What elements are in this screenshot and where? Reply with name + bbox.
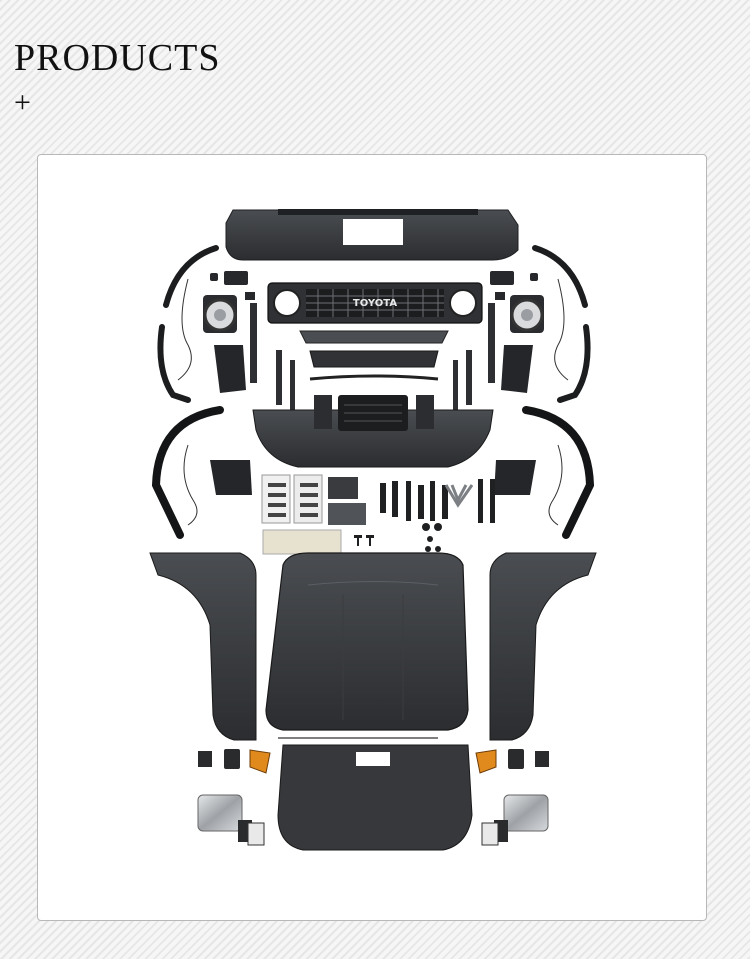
front-grille: TOYOTA xyxy=(267,282,483,324)
support-bars xyxy=(250,303,495,410)
expand-toggle[interactable]: + xyxy=(14,86,31,119)
fasteners xyxy=(354,479,495,552)
page-title: PRODUCTS xyxy=(14,37,221,79)
grille-lettering: TOYOTA xyxy=(353,298,397,309)
mirror-left xyxy=(197,794,265,846)
fender-flares-front xyxy=(157,245,591,403)
signal-brackets xyxy=(198,749,549,769)
front-bumper-top xyxy=(225,209,519,261)
center-trim-pieces xyxy=(299,330,449,381)
mirror-right xyxy=(481,794,549,846)
hood-panel xyxy=(265,552,469,731)
mud-flaps xyxy=(210,345,536,495)
wiring-harness xyxy=(177,278,569,526)
headlight-left xyxy=(203,295,237,333)
side-panel-left xyxy=(149,552,257,741)
front-bumper-lower xyxy=(252,395,494,468)
fender-flares-rear xyxy=(151,406,595,539)
mount-brackets-top xyxy=(210,271,538,300)
product-image-frame: TOYOTA xyxy=(37,154,707,921)
hood-liner xyxy=(277,737,473,851)
body-kit-parts-image: TOYOTA xyxy=(149,209,597,851)
headlight-right xyxy=(510,295,544,333)
side-panel-right xyxy=(489,552,597,741)
hardware-kit xyxy=(261,474,366,555)
turn-signals xyxy=(249,749,497,774)
chrome-brackets xyxy=(444,484,474,508)
